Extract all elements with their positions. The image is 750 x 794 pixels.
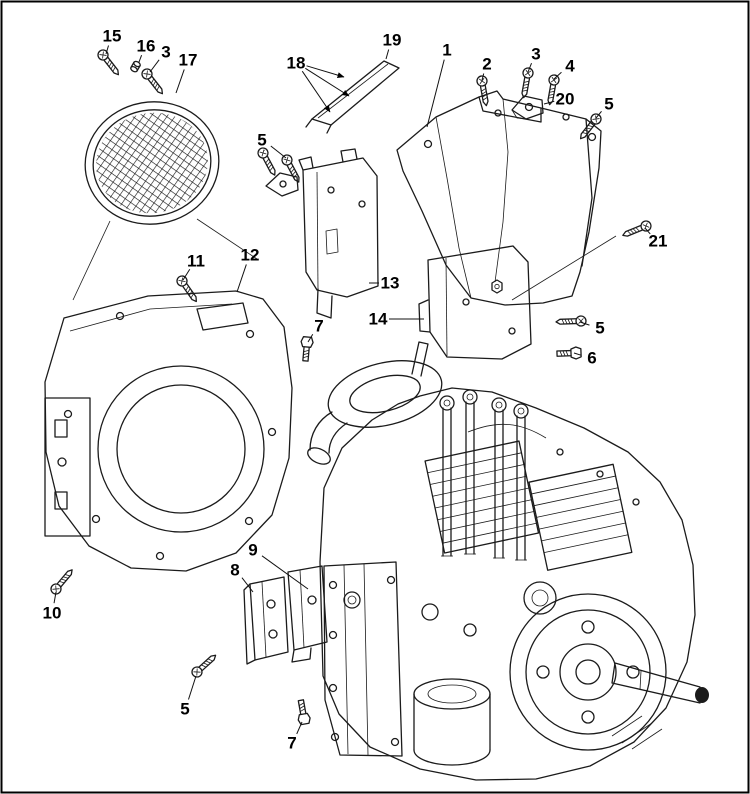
cylinder-fins-left bbox=[424, 440, 540, 554]
screw-5-bottom-left bbox=[189, 650, 220, 680]
sump-panel bbox=[323, 561, 403, 757]
bracket-20 bbox=[511, 95, 544, 120]
leader-line-5 bbox=[595, 111, 602, 119]
callout-3: 3 bbox=[531, 45, 540, 64]
leader-line-21 bbox=[644, 227, 651, 235]
callout-5: 5 bbox=[604, 95, 613, 114]
callout-16: 16 bbox=[137, 37, 156, 56]
screw-5-top-right bbox=[576, 111, 604, 143]
callout-6: 6 bbox=[587, 349, 596, 368]
leader-line-17 bbox=[175, 69, 185, 94]
leader-line-7 bbox=[307, 333, 314, 343]
leader-line-1 bbox=[426, 59, 445, 128]
leader-line-12 bbox=[236, 264, 247, 293]
callout-5: 5 bbox=[595, 319, 604, 338]
bolt-7-upper bbox=[298, 335, 315, 363]
baffle-13 bbox=[298, 148, 379, 319]
engine-assembly bbox=[307, 341, 709, 781]
baffle-14 bbox=[418, 245, 532, 360]
callout-7: 7 bbox=[287, 734, 296, 753]
callout-4: 4 bbox=[565, 57, 575, 76]
callout-3: 3 bbox=[161, 43, 170, 62]
screw-15 bbox=[95, 47, 123, 79]
leader-line-4 bbox=[553, 71, 562, 80]
leader-line-19 bbox=[385, 49, 390, 60]
callout-5: 5 bbox=[180, 700, 189, 719]
blower-housing-12 bbox=[44, 290, 293, 572]
flywheel-and-shaft bbox=[509, 593, 709, 751]
leader-line-16 bbox=[138, 54, 143, 63]
screw-3-left bbox=[139, 66, 167, 98]
callout-15: 15 bbox=[103, 27, 122, 46]
screw-3-right bbox=[518, 66, 535, 100]
starter-cup bbox=[413, 678, 491, 766]
leader-line-5 bbox=[188, 675, 197, 700]
pushrod-tubes bbox=[439, 389, 529, 561]
callout-7: 7 bbox=[314, 317, 323, 336]
screw-11 bbox=[174, 273, 202, 305]
engine-bosses bbox=[343, 448, 663, 750]
callout-21: 21 bbox=[649, 232, 668, 251]
projection-lines bbox=[72, 218, 617, 301]
callout-2: 2 bbox=[482, 55, 491, 74]
leader-line-9 bbox=[261, 555, 309, 590]
bolt-6 bbox=[556, 346, 582, 361]
leader-line-10 bbox=[53, 591, 57, 604]
intake-ellipse bbox=[327, 360, 443, 428]
shaft-tip bbox=[695, 687, 709, 703]
screw-5-clip-a bbox=[255, 145, 280, 179]
screw-2 bbox=[475, 74, 492, 108]
leader-line-5 bbox=[579, 321, 590, 326]
callout-20: 20 bbox=[556, 90, 575, 109]
leader-line-7 bbox=[296, 721, 303, 735]
callout-14: 14 bbox=[369, 310, 388, 329]
leader-line-6 bbox=[573, 352, 582, 356]
bracket-8 bbox=[243, 576, 289, 665]
leader-line-2 bbox=[481, 73, 485, 81]
leader-line-11 bbox=[182, 268, 191, 281]
grille-17 bbox=[84, 101, 220, 225]
callout-19: 19 bbox=[383, 31, 402, 50]
cylinder-fins-right bbox=[528, 463, 633, 571]
spacer-16 bbox=[129, 59, 142, 74]
callout-8: 8 bbox=[230, 561, 239, 580]
leader-line-20 bbox=[543, 100, 555, 105]
clip-bracket-5 bbox=[265, 172, 299, 197]
callout-12: 12 bbox=[241, 246, 260, 265]
screw-10 bbox=[48, 565, 77, 597]
leader-line-5 bbox=[270, 145, 287, 159]
leader-line-18 bbox=[305, 67, 350, 97]
leader-line-3 bbox=[527, 62, 532, 73]
bracket-9 bbox=[287, 565, 328, 663]
leader-line-18 bbox=[301, 70, 331, 113]
callout-17: 17 bbox=[179, 51, 198, 70]
leader-line-18 bbox=[306, 65, 345, 79]
leader-line-15 bbox=[105, 45, 110, 55]
top-shroud-1 bbox=[396, 90, 602, 306]
callout-10: 10 bbox=[43, 604, 62, 623]
screw-5-mid-right bbox=[555, 315, 587, 328]
callout-1: 1 bbox=[442, 41, 451, 60]
screw-5-clip-b bbox=[279, 152, 304, 186]
callout-11: 11 bbox=[187, 252, 205, 271]
callout-18: 18 bbox=[287, 54, 306, 73]
callout-5: 5 bbox=[257, 131, 266, 150]
bolt-7-lower bbox=[294, 698, 312, 726]
callout-13: 13 bbox=[381, 274, 400, 293]
leader-line-3 bbox=[149, 59, 160, 73]
leader-line-8 bbox=[241, 577, 254, 593]
callout-9: 9 bbox=[248, 541, 257, 560]
